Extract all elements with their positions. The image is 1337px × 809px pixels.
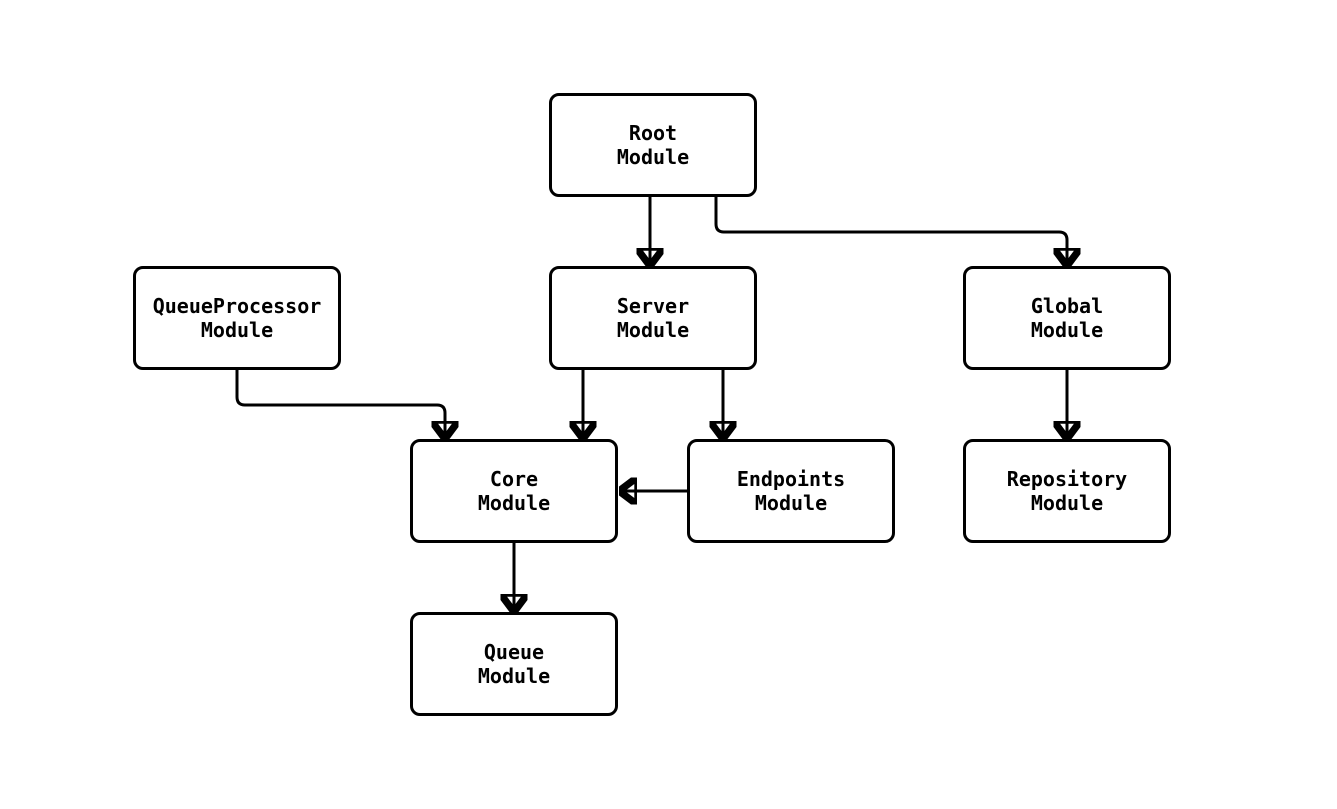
node-queue-module: Queue Module bbox=[410, 612, 618, 716]
node-label: Module bbox=[200, 318, 274, 342]
node-label: Endpoints bbox=[736, 467, 846, 491]
node-global-module: Global Module bbox=[963, 266, 1171, 370]
node-label: Global bbox=[1030, 294, 1104, 318]
node-label: QueueProcessor bbox=[152, 294, 322, 318]
node-core-module: Core Module bbox=[410, 439, 618, 543]
node-label: Module bbox=[1030, 491, 1104, 515]
node-label: Module bbox=[616, 145, 690, 169]
node-root-module: Root Module bbox=[549, 93, 757, 197]
node-repository-module: Repository Module bbox=[963, 439, 1171, 543]
node-label: Module bbox=[1030, 318, 1104, 342]
node-queueprocessor-module: QueueProcessor Module bbox=[133, 266, 341, 370]
node-label: Server bbox=[616, 294, 690, 318]
node-label: Repository bbox=[1006, 467, 1128, 491]
node-label: Module bbox=[616, 318, 690, 342]
node-label: Core bbox=[489, 467, 539, 491]
edge-root-to-global bbox=[714, 197, 1067, 266]
node-label: Module bbox=[477, 664, 551, 688]
node-server-module: Server Module bbox=[549, 266, 757, 370]
node-endpoints-module: Endpoints Module bbox=[687, 439, 895, 543]
node-label: Module bbox=[477, 491, 551, 515]
node-label: Module bbox=[754, 491, 828, 515]
edge-queueprocessor-to-core bbox=[235, 370, 445, 439]
node-label: Queue bbox=[483, 640, 545, 664]
node-label: Root bbox=[628, 121, 678, 145]
